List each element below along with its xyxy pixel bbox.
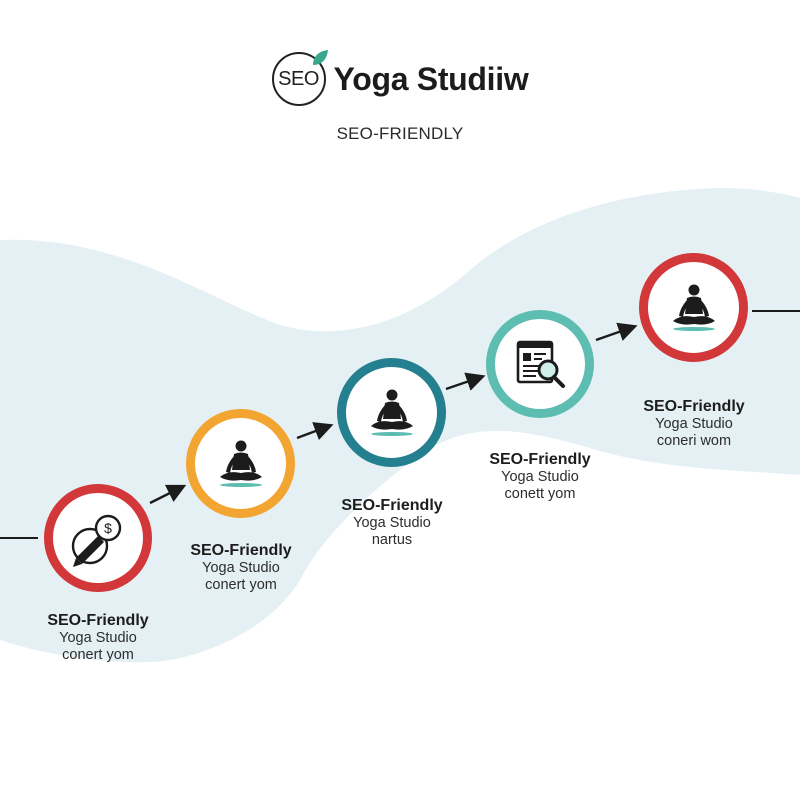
step-line: Yoga Studio bbox=[655, 416, 733, 433]
step-line: Yoga Studio bbox=[353, 515, 431, 532]
step-line: nartus bbox=[371, 532, 413, 549]
step-3-label: SEO-Friendly Yoga Studio nartus bbox=[307, 497, 477, 549]
page-title: Yoga Studiiw bbox=[333, 60, 529, 97]
step-1-circle: $ bbox=[44, 484, 152, 592]
tagline: SEO-FRIENDLY bbox=[336, 124, 464, 143]
step-line: conert yom bbox=[62, 647, 134, 664]
brand-header: SEO Yoga Studiiw bbox=[0, 50, 800, 106]
step-line: conett yom bbox=[504, 486, 576, 503]
svg-text:$: $ bbox=[104, 520, 112, 536]
step-4-label: SEO-Friendly Yoga Studio conett yom bbox=[455, 451, 625, 503]
step-title: SEO-Friendly bbox=[47, 612, 149, 629]
meditation-icon bbox=[219, 440, 262, 487]
pen-coin-icon: $ bbox=[71, 514, 122, 567]
logo-text: SEO bbox=[278, 67, 319, 90]
step-1-label: SEO-Friendly Yoga Studio conert yom bbox=[13, 612, 183, 664]
meditation-icon bbox=[672, 284, 715, 331]
step-5-label: SEO-Friendly Yoga Studio coneri wom bbox=[609, 398, 779, 450]
step-line: Yoga Studio bbox=[501, 469, 579, 486]
step-4-circle bbox=[486, 310, 594, 418]
step-title: SEO-Friendly bbox=[341, 497, 443, 514]
step-line: conert yom bbox=[205, 577, 277, 594]
step-title: SEO-Friendly bbox=[190, 542, 292, 559]
step-3-circle bbox=[337, 358, 446, 467]
step-title: SEO-Friendly bbox=[643, 398, 745, 415]
step-line: Yoga Studio bbox=[202, 560, 280, 577]
step-line: Yoga Studio bbox=[59, 630, 137, 647]
seo-logo: SEO bbox=[271, 50, 328, 106]
step-line: coneri wom bbox=[656, 433, 732, 450]
search-document-icon bbox=[516, 340, 565, 388]
step-5-circle bbox=[639, 253, 748, 362]
step-2-label: SEO-Friendly Yoga Studio conert yom bbox=[156, 542, 326, 594]
leaf-icon bbox=[312, 50, 328, 65]
meditation-icon bbox=[370, 389, 413, 436]
step-title: SEO-Friendly bbox=[489, 451, 591, 468]
step-2-circle bbox=[186, 409, 295, 518]
